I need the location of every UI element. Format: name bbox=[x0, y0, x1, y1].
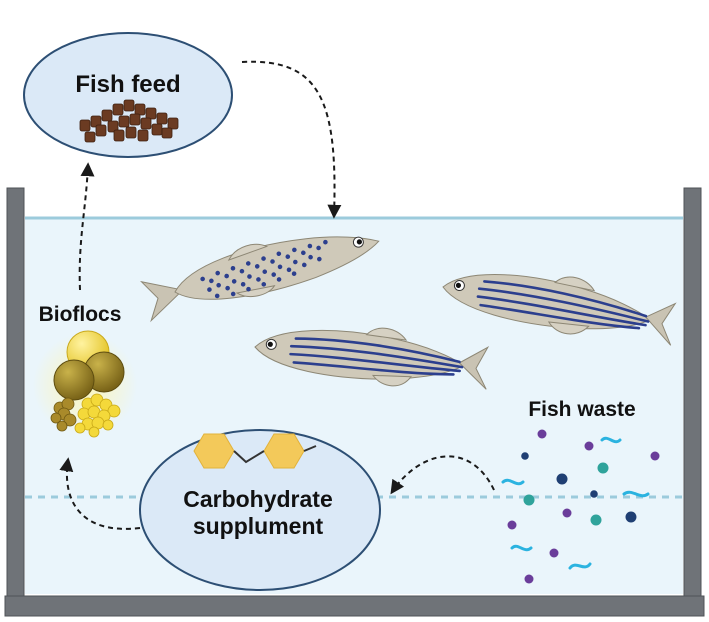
carbohydrate-label-line2: supplument bbox=[193, 513, 324, 539]
fish-waste-label: Fish waste bbox=[528, 398, 635, 421]
zebrafish-icon bbox=[252, 323, 490, 390]
zebrafish-icon bbox=[439, 263, 677, 346]
fish-feed-label: Fish feed bbox=[75, 71, 180, 98]
tank-wall-right bbox=[683, 187, 702, 601]
arrow-bioflocs-to-feed bbox=[78, 162, 95, 291]
tank-wall-left bbox=[6, 187, 25, 601]
carbohydrate-label-line1: Carbohydrate bbox=[183, 486, 333, 512]
zebrafish-icon bbox=[140, 218, 385, 323]
arrow-feed-to-water bbox=[241, 60, 342, 219]
carbohydrate-hexagon-icon bbox=[193, 433, 317, 469]
tank-base bbox=[4, 595, 705, 617]
bioflocs-label: Bioflocs bbox=[39, 303, 122, 326]
arrow-carb-to-bioflocs bbox=[59, 457, 141, 530]
carbohydrate-bubble bbox=[139, 429, 381, 591]
fish-feed-bubble bbox=[23, 32, 233, 158]
fish-waste-particles-icon bbox=[501, 429, 660, 584]
fish-feed-pellets-icon bbox=[79, 99, 179, 143]
biofloc-icon bbox=[33, 330, 137, 438]
arrow-waste-to-carb bbox=[390, 455, 495, 495]
